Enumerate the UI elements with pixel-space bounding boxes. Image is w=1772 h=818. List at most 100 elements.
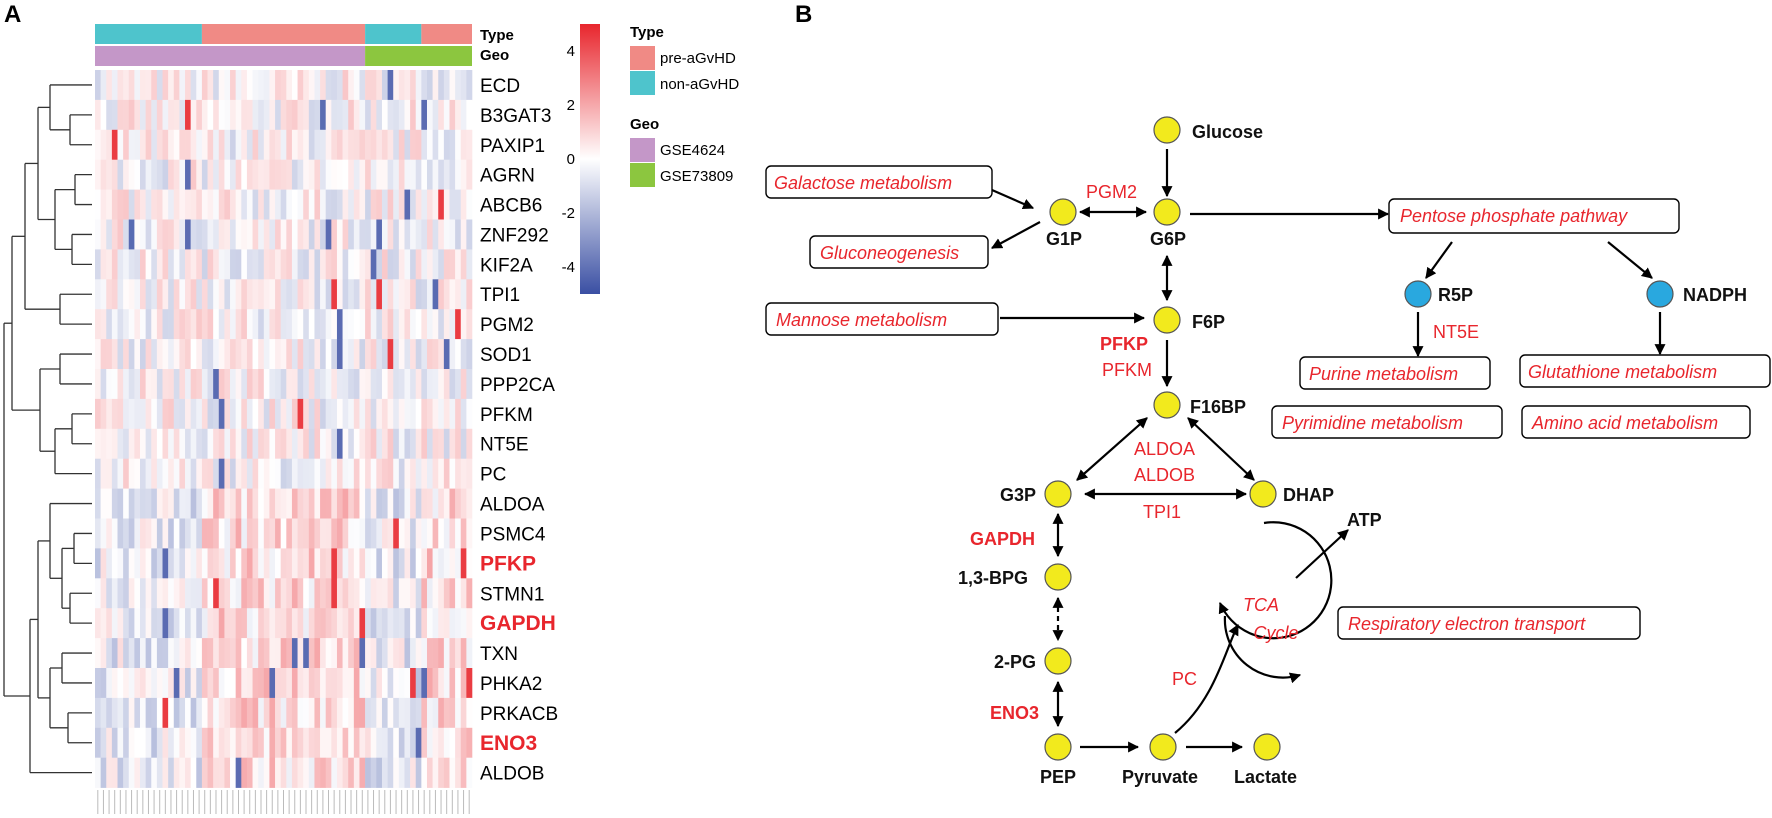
heatmap-cell: [230, 189, 236, 220]
heatmap-cell: [123, 369, 130, 400]
heatmap-cell: [443, 668, 450, 699]
heatmap-cell: [336, 428, 343, 459]
heatmap-cell: [100, 189, 107, 220]
heatmap-cell: [218, 608, 225, 639]
heatmap-cell: [140, 578, 146, 609]
heatmap-cell: [218, 129, 225, 160]
heatmap-cell: [421, 279, 428, 310]
heatmap-cell: [303, 697, 310, 729]
heatmap-cell: [241, 578, 248, 609]
heatmap-cell: [415, 578, 422, 609]
heatmap-cell: [106, 99, 113, 131]
heatmap-cell: [128, 518, 135, 549]
heatmap-cell: [252, 129, 259, 160]
heatmap-cell: [213, 70, 220, 101]
heatmap-cell: [325, 638, 332, 669]
heatmap-cell: [151, 578, 158, 609]
heatmap-cell: [455, 129, 462, 160]
heatmap-cell: [123, 99, 130, 131]
heatmap-cell: [111, 668, 118, 699]
heatmap-cell: [331, 309, 338, 340]
heatmap-cell: [258, 339, 265, 370]
heatmap-cell: [213, 548, 220, 579]
heatmap-cell: [398, 488, 405, 519]
heatmap-cell: [241, 638, 248, 669]
heatmap-cell: [275, 638, 281, 669]
heatmap-cell: [106, 488, 113, 519]
heatmap-cell: [275, 309, 281, 340]
heatmap-cell: [241, 398, 248, 430]
heatmap-cell: [134, 548, 141, 579]
heatmap-cell: [218, 638, 225, 669]
heatmap-cell: [269, 638, 276, 669]
heatmap-cell: [415, 548, 422, 579]
heatmap-cell: [303, 129, 310, 160]
heatmap-cell: [415, 638, 422, 669]
heatmap-cell: [370, 578, 377, 609]
heatmap-cell: [314, 488, 321, 519]
heatmap-cell: [466, 70, 473, 101]
heatmap-cell: [235, 608, 242, 639]
heatmap-cell: [426, 608, 433, 639]
heatmap-cell: [455, 608, 462, 639]
heatmap-cell: [280, 189, 287, 220]
heatmap-cell: [336, 219, 343, 250]
heatmap-cell: [381, 548, 388, 579]
heatmap-cell: [213, 159, 220, 190]
heatmap-cell: [151, 99, 158, 131]
pathway-galactose: Galactose metabolism: [774, 173, 952, 193]
heatmap-cell: [263, 518, 270, 549]
heatmap-cell: [415, 159, 422, 190]
heatmap-cell: [123, 548, 130, 579]
heatmap-cell: [449, 159, 456, 190]
heatmap-cell: [185, 458, 191, 489]
heatmap-cell: [230, 697, 236, 729]
heatmap-cell: [123, 668, 130, 699]
heatmap-cell: [269, 369, 276, 400]
heatmap-cell: [336, 99, 343, 131]
heatmap-cell: [443, 638, 450, 669]
heatmap-cell: [410, 518, 417, 549]
heatmap-cell: [336, 518, 343, 549]
heatmap-cell: [404, 488, 411, 519]
heatmap-cell: [280, 428, 287, 459]
heatmap-cell: [432, 488, 439, 519]
heatmap-cell: [111, 548, 118, 579]
heatmap-cell: [168, 249, 175, 280]
heatmap-cell: [280, 518, 287, 549]
heatmap-cell: [207, 369, 214, 400]
heatmap-cell: [291, 369, 298, 400]
heatmap-cell: [100, 518, 107, 549]
heatmap-cell: [297, 548, 304, 579]
heatmap-cell: [168, 608, 175, 639]
heatmap-cell: [455, 578, 462, 609]
heatmap-cell: [258, 488, 265, 519]
heatmap-cell: [235, 159, 242, 190]
heatmap-cell: [241, 309, 248, 340]
heatmap-cell: [331, 279, 338, 310]
gene-label-gapdh: GAPDH: [480, 612, 556, 635]
heatmap-cell: [370, 428, 377, 459]
heatmap-cell: [106, 398, 113, 430]
heatmap-cell: [196, 369, 203, 400]
heatmap-cell: [308, 697, 315, 729]
heatmap-cell: [106, 309, 113, 340]
heatmap-cell: [246, 398, 253, 430]
heatmap-cell: [331, 727, 338, 758]
geo-block-0: [95, 46, 366, 66]
heatmap-cell: [213, 518, 220, 549]
heatmap-cell: [134, 219, 141, 250]
heatmap-cell: [269, 608, 276, 639]
heatmap-cell: [95, 428, 101, 459]
heatmap-cell: [421, 638, 428, 669]
heatmap-cell: [134, 159, 141, 190]
heatmap-cell: [376, 458, 383, 489]
enzyme-aldoa: ALDOA: [1134, 439, 1195, 459]
gene-label-prkacb: PRKACB: [480, 704, 558, 725]
heatmap-cell: [151, 249, 158, 280]
heatmap-cell: [410, 757, 417, 788]
heatmap-cell: [106, 578, 113, 609]
heatmap-cell: [201, 548, 208, 579]
heatmap-cell: [258, 219, 265, 250]
heatmap-cell: [381, 428, 388, 459]
